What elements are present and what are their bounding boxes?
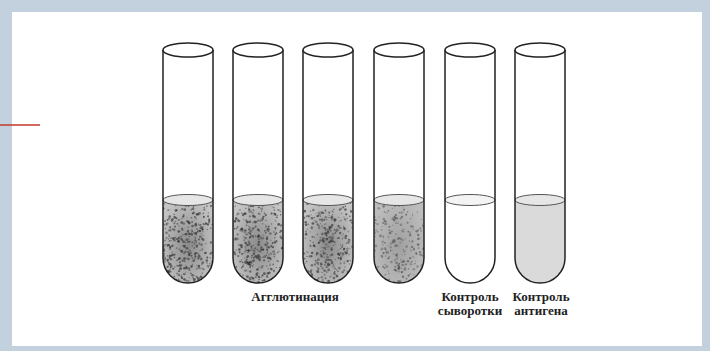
test-tube bbox=[445, 43, 495, 283]
test-tube bbox=[303, 43, 354, 284]
test-tube bbox=[515, 43, 565, 283]
test-tube bbox=[374, 43, 425, 284]
test-tube bbox=[162, 43, 213, 284]
slide-panel bbox=[12, 12, 702, 346]
group-label: Агглютинация bbox=[220, 290, 370, 304]
test-tube bbox=[233, 43, 284, 284]
tube-label: Контроль сыворотки bbox=[434, 290, 506, 318]
accent-line bbox=[0, 124, 40, 126]
tube-label: Контроль антигена bbox=[505, 290, 577, 318]
